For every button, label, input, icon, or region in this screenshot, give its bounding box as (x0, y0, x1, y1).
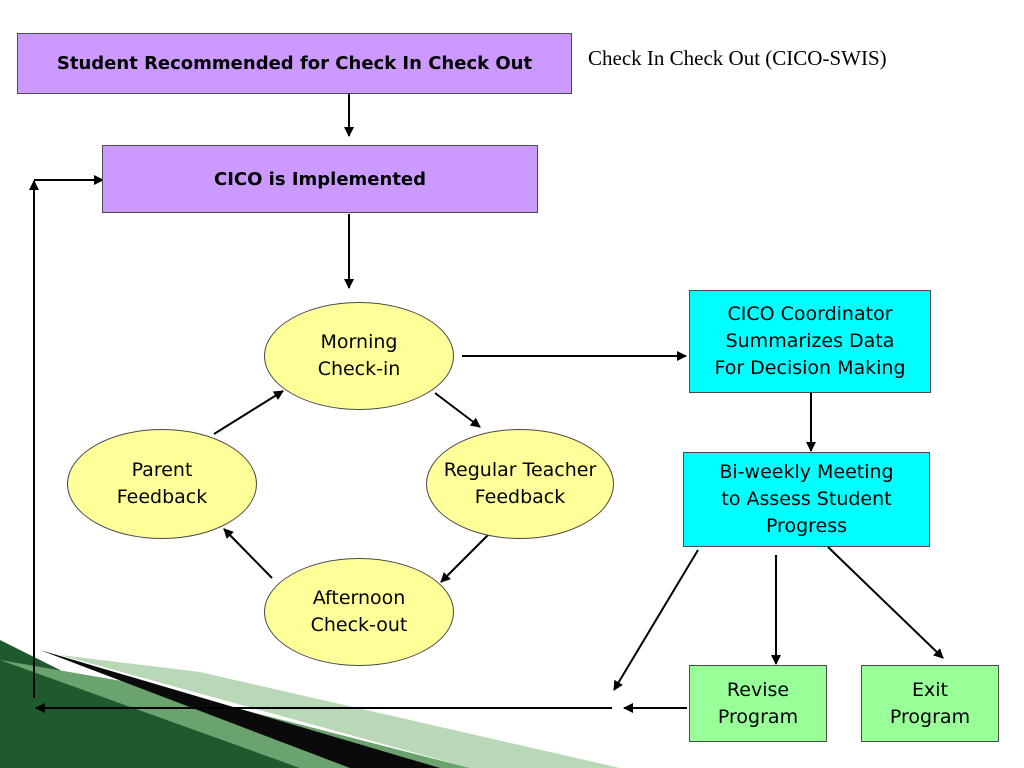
node-label-line: For Decision Making (714, 357, 906, 379)
arrow-parent-to-morning (213, 390, 284, 435)
node-label-line: CICO Coordinator (727, 303, 893, 325)
arrow-morning-to-teacher (434, 392, 481, 428)
node-label-line: CICO is Implemented (213, 168, 427, 190)
arrows (29, 94, 944, 713)
diagram-title: Check In Check Out (CICO-SWIS) (588, 46, 887, 70)
node-label-line: Morning (320, 331, 398, 353)
node-label-line: Exit (912, 678, 948, 701)
node-label-line: Feedback (474, 486, 566, 508)
node-label-line: Summarizes Data (725, 330, 895, 352)
node-label-line: to Assess Student (721, 488, 892, 510)
arrow-meeting-to-exit (827, 546, 944, 659)
node-label-line: Student Recommended for Check In Check O… (56, 53, 533, 74)
node-label-line: Check-in (317, 358, 401, 380)
node-label: Student Recommended for Check In Check O… (57, 50, 532, 77)
node-label-line: Bi-weekly Meeting (719, 461, 894, 483)
node-label-line: Program (889, 705, 971, 728)
node-label-line: Regular Teacher (443, 459, 597, 481)
node-label-line: Afternoon (312, 587, 406, 609)
node-label-line: Parent (131, 459, 193, 481)
node-label-line: Check-out (310, 614, 408, 636)
node-student-recommended: Student Recommended for Check In Check O… (17, 33, 572, 94)
arrow-afternoon-to-parent (223, 528, 273, 579)
node-label-line: Revise (726, 678, 790, 701)
arrow-teacher-to-afternoon (440, 532, 491, 583)
decoration-pale-green-band (60, 655, 620, 768)
node-cico-implemented: CICO is Implemented (102, 145, 538, 213)
node-label-line: Program (717, 705, 799, 728)
node-label-line: Progress (765, 515, 848, 537)
node-label: CICO is Implemented (214, 166, 426, 193)
node-label-line: Feedback (116, 486, 208, 508)
corner-decoration (0, 640, 620, 768)
decoration-dark-green-band (0, 640, 300, 768)
arrow-meeting-to-return-point (613, 549, 699, 691)
